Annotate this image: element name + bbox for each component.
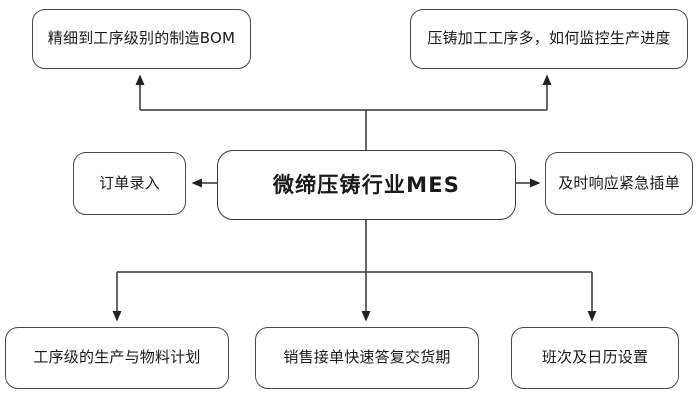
node-top-left[interactable]: 精细到工序级别的制造BOM [32,9,251,69]
node-bottom-mid[interactable]: 销售接单快速答复交货期 [255,327,479,389]
node-left[interactable]: 订单录入 [73,152,186,215]
node-central[interactable]: 微缔压铸行业MES [217,150,516,220]
node-left-label: 订单录入 [99,173,160,192]
node-right[interactable]: 及时响应紧急插单 [545,152,693,215]
node-bottom-right[interactable]: 班次及日历设置 [511,327,679,389]
node-right-label: 及时响应紧急插单 [558,173,680,192]
node-bottom-mid-label: 销售接单快速答复交货期 [283,348,451,367]
node-bottom-right-label: 班次及日历设置 [541,348,649,367]
edge-central-to-top-group [135,74,552,150]
node-bottom-left-label: 工序级的生产与物料计划 [33,348,201,367]
node-top-right-label: 压铸加工工序多，如何监控生产进度 [427,29,671,48]
edge-central-to-bottom-group [112,220,597,322]
node-top-left-label: 精细到工序级别的制造BOM [47,29,236,48]
node-top-right[interactable]: 压铸加工工序多，如何监控生产进度 [410,9,688,69]
node-bottom-left[interactable]: 工序级的生产与物料计划 [5,327,229,389]
node-central-label: 微缔压铸行业MES [272,172,461,197]
